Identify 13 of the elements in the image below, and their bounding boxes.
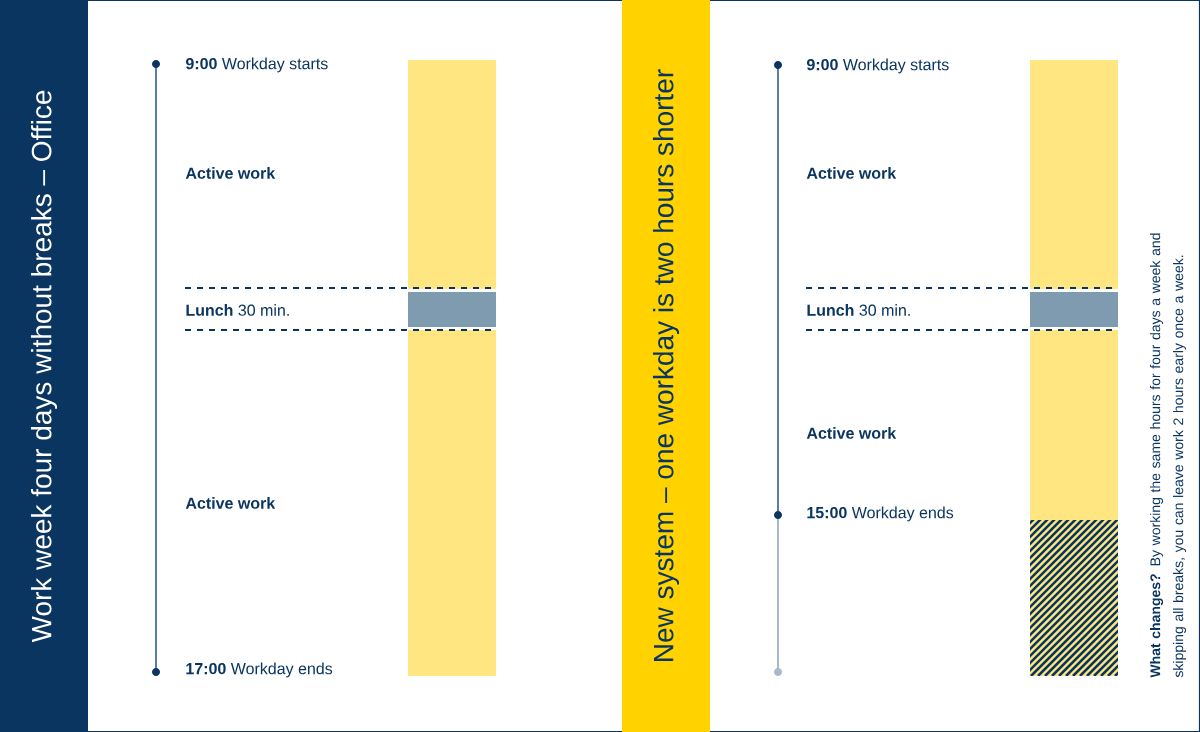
section-label: Active work bbox=[806, 167, 897, 179]
time-label: Lunch 30 min. bbox=[186, 304, 289, 316]
section-label: Active work bbox=[185, 167, 276, 179]
time-label: 9:00 Workday starts bbox=[185, 57, 328, 73]
time-label: 17:00 Workday ends bbox=[186, 662, 333, 678]
heading-band: Work week four days without breaks – Office bbox=[0, 0, 88, 732]
note-text: What changes? By working the same hours for four days a week and skipping all breaks, you can leave work 2 hours early once a week. bbox=[1150, 233, 1187, 678]
time-label: 15:00 Workday ends bbox=[807, 506, 954, 522]
time-label: Lunch 30 min. bbox=[807, 304, 910, 316]
section-label: Active work bbox=[806, 427, 897, 439]
heading-band: New system – one workday is two hours shorter bbox=[622, 0, 710, 732]
section-label: Active work bbox=[185, 497, 276, 509]
time-label: 9:00 Workday starts bbox=[806, 58, 949, 74]
